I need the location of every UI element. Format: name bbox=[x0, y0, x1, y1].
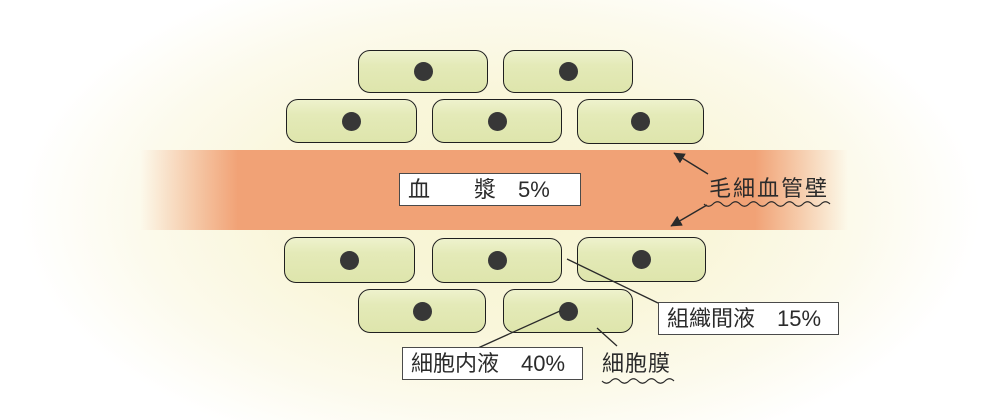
nucleus-dot bbox=[632, 250, 651, 269]
cell bbox=[432, 99, 562, 143]
capillary-wall-upper-arrow bbox=[673, 152, 709, 175]
membrane-pointer-line bbox=[596, 327, 618, 347]
cell bbox=[286, 99, 417, 143]
intracellular-label: 細胞内液 40% bbox=[411, 350, 566, 376]
nucleus-dot bbox=[487, 111, 507, 131]
plasma-label: 血 漿 5% bbox=[408, 176, 550, 202]
interstitial-label-box: 組織間液 15% bbox=[658, 302, 839, 335]
capillary-wall-lower-arrow bbox=[670, 204, 708, 227]
cell bbox=[503, 50, 633, 93]
nucleus-dot bbox=[487, 251, 507, 270]
nucleus-dot bbox=[342, 111, 361, 131]
intracellular-label-box: 細胞内液 40% bbox=[402, 347, 583, 380]
plasma-label-box: 血 漿 5% bbox=[399, 173, 581, 206]
capillary-wall-label: 毛細血管壁 bbox=[709, 176, 830, 201]
cell bbox=[358, 289, 486, 333]
cell bbox=[358, 50, 488, 93]
nucleus-dot bbox=[412, 301, 432, 321]
nucleus-dot bbox=[558, 301, 578, 321]
interstitial-label: 組織間液 15% bbox=[667, 305, 822, 331]
nucleus-dot bbox=[413, 62, 433, 81]
cell bbox=[284, 237, 415, 283]
cell bbox=[503, 289, 633, 333]
capillary-wall-wavy-underline bbox=[703, 201, 831, 207]
membrane-wavy-underline bbox=[601, 378, 675, 384]
nucleus-dot bbox=[340, 250, 359, 270]
interstitial-pointer-line bbox=[566, 258, 659, 304]
cell bbox=[432, 238, 562, 283]
cell bbox=[577, 99, 704, 144]
nucleus-dot bbox=[631, 112, 650, 131]
intracellular-pointer-line bbox=[477, 310, 561, 349]
membrane-label: 細胞膜 bbox=[602, 351, 672, 376]
nucleus-dot bbox=[558, 62, 578, 81]
